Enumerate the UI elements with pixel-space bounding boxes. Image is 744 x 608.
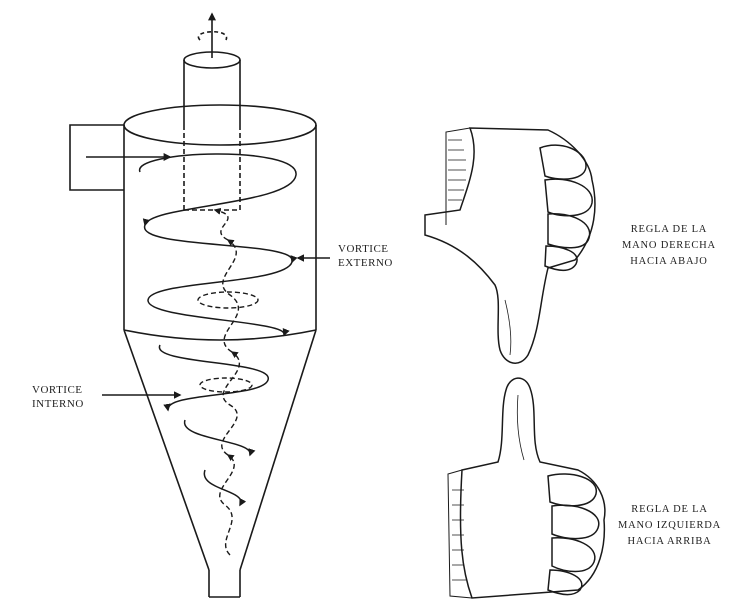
right-hand-label-line1: REGLA DE LA [622,222,716,238]
inner-vortex-label-line1: VORTICE [32,383,84,397]
thumb-down-hand-icon [425,128,595,363]
cyclone-body [70,14,316,597]
inner-vortex-spiral [198,210,258,555]
outer-vortex-label-line1: VORTICE [338,242,393,256]
right-hand-label-line3: HACIA ABAJO [622,254,716,270]
inner-vortex-label-line2: INTERNO [32,397,84,411]
inner-vortex-label: VORTICE INTERNO [32,383,84,411]
left-hand-label-line3: HACIA ARRIBA [618,534,721,550]
outer-vortex-label: VORTICE EXTERNO [338,242,393,270]
right-hand-label-line2: MANO DERECHA [622,238,716,254]
left-hand-label-line1: REGLA DE LA [618,502,721,518]
right-hand-label: REGLA DE LA MANO DERECHA HACIA ABAJO [622,222,716,270]
thumb-up-hand-icon [448,378,605,598]
left-hand-label-line2: MANO IZQUIERDA [618,518,721,534]
left-hand-label: REGLA DE LA MANO IZQUIERDA HACIA ARRIBA [618,502,721,550]
cyclone-lid [124,105,316,145]
outer-vortex-spiral [140,154,296,505]
outer-vortex-label-line2: EXTERNO [338,256,393,270]
